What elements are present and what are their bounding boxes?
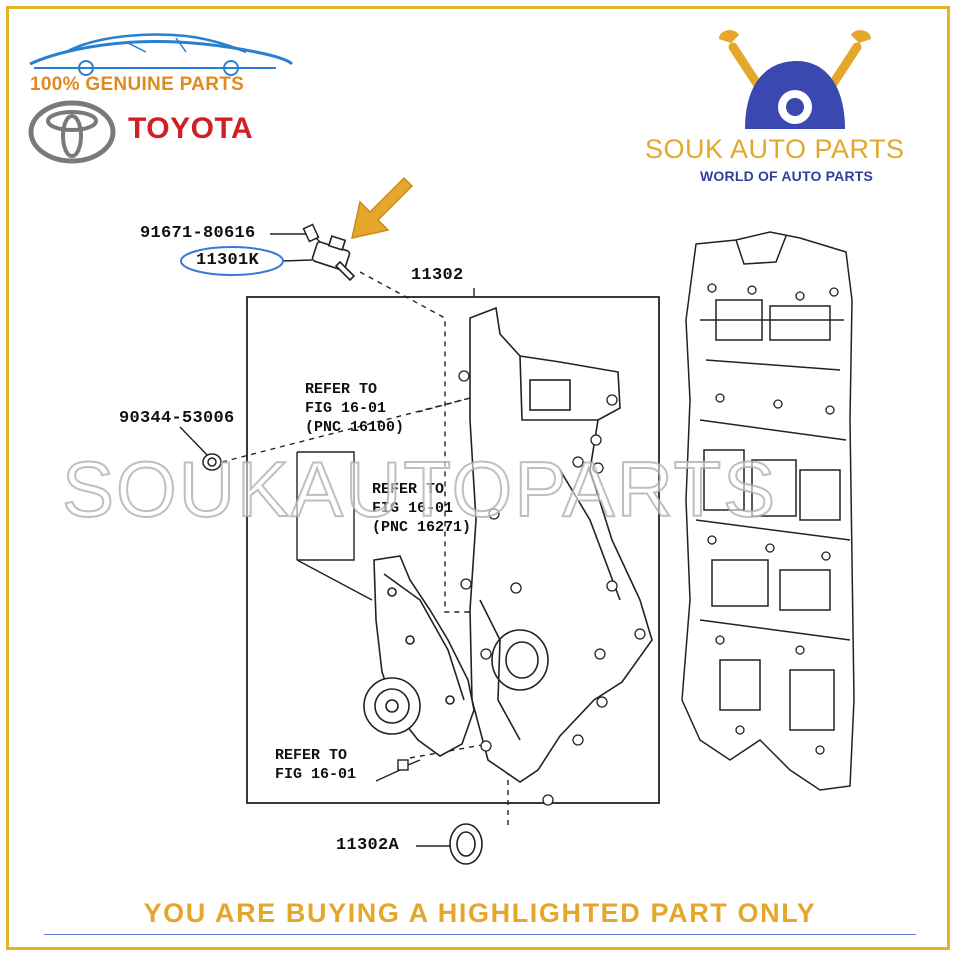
assembly-box (246, 296, 660, 804)
part-label-bolt: 91671-80616 (140, 224, 256, 243)
highlight-arrow-icon (351, 176, 414, 239)
nut-part (202, 453, 222, 471)
wrench-logo-icon (719, 30, 871, 129)
part-label-cover: 11302 (411, 266, 464, 285)
water-pump-part (363, 555, 475, 757)
brand-name: TOYOTA (128, 112, 254, 145)
toyota-emblem-icon (28, 100, 116, 164)
part-label-sensor-highlighted: 11301K (196, 251, 260, 270)
part-label-nut: 90344-53006 (119, 409, 235, 428)
pump-bolt-part (397, 759, 421, 771)
genuine-parts-label: 100% GENUINE PARTS (30, 74, 245, 95)
oil-seal-part (449, 823, 483, 865)
store-tagline: WORLD OF AUTO PARTS (700, 168, 874, 184)
border-frame (6, 6, 950, 950)
part-label-seal: 11302A (336, 836, 400, 855)
car-logo-icon (29, 33, 294, 76)
store-name: SOUK AUTO PARTS (645, 134, 905, 164)
cam-sensor-part (311, 235, 356, 282)
refer-note-2: REFER TO FIG 16-01 (PNC 16271) (372, 481, 472, 536)
timing-cover-part (469, 306, 653, 783)
engine-block-part (681, 231, 855, 791)
footer-divider (44, 934, 916, 935)
footer-notice: YOU ARE BUYING A HIGHLIGHTED PART ONLY (143, 898, 817, 928)
highlight-oval (180, 246, 284, 276)
refer-note-3: REFER TO FIG 16-01 (275, 747, 357, 783)
refer-note-1: REFER TO FIG 16-01 (PNC 16100) (305, 381, 405, 436)
